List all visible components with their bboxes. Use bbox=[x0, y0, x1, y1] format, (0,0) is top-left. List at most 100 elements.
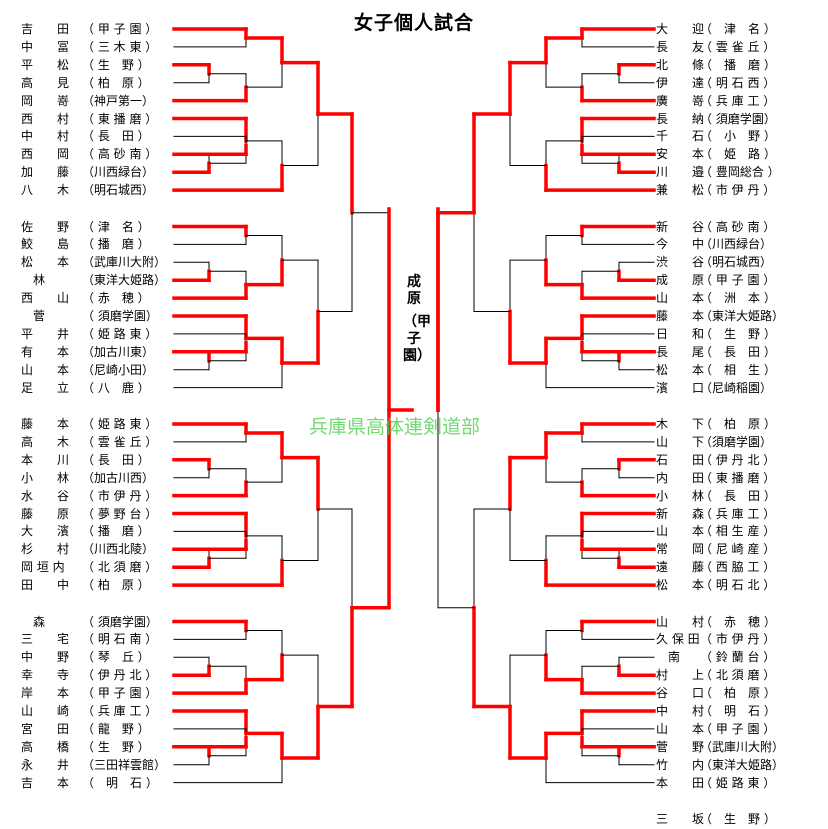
right-entry-name: 山 本 bbox=[656, 524, 705, 539]
left-entry-name: 岡 嵜 bbox=[21, 93, 70, 108]
right-entry-school: （ 生 野 ） bbox=[700, 812, 776, 826]
left-entry-name: 杉 村 bbox=[21, 542, 70, 557]
left-entry-school: （ 東 播 磨 ） bbox=[82, 111, 158, 126]
left-entry-school: （ 長 田 ） bbox=[82, 452, 150, 467]
left-entry-name: 岡 垣 内 bbox=[21, 560, 65, 575]
right-entry-name: 村 上 bbox=[656, 668, 705, 683]
left-entry-school: （ 甲 子 園 ） bbox=[82, 22, 158, 36]
right-entry-school: （東洋大姫路） bbox=[700, 309, 785, 323]
right-entry-name: 今 中 bbox=[656, 237, 705, 252]
right-entry-name: 谷 口 bbox=[656, 686, 705, 701]
right-entry-name: 石 田 bbox=[656, 452, 705, 467]
right-entry-school: （ 津 名 ） bbox=[700, 22, 776, 36]
right-entry-school: （ 明 石 北 ） bbox=[700, 578, 776, 593]
right-entry-school: （武庫川大附） bbox=[700, 739, 785, 754]
left-entry-school: （加古川西） bbox=[82, 470, 155, 485]
right-entry-name: 松 本 bbox=[656, 362, 705, 377]
left-entry-school: （ 伊 丹 北 ） bbox=[82, 668, 158, 683]
left-entry-school: （尼崎小田） bbox=[82, 362, 155, 377]
right-entry-school: （ 西 脇 工 ） bbox=[700, 560, 776, 575]
right-entry-school: （ 姫 路 東 ） bbox=[700, 775, 776, 790]
left-entry-name: 中 村 bbox=[21, 129, 70, 144]
left-entry-school: （ 津 名 ） bbox=[82, 219, 150, 234]
left-entry-school: （ 須磨学園） bbox=[82, 614, 158, 629]
left-entry-school: （ 兵 庫 工 ） bbox=[82, 704, 158, 718]
watermark-text: 兵庫県高体連剣道部 bbox=[309, 416, 481, 438]
right-entry-name: 長 友 bbox=[656, 39, 705, 54]
left-entry-name: 吉 田 bbox=[21, 22, 70, 36]
right-entry-school: （ 明 石 西 ） bbox=[700, 75, 776, 90]
left-entry-school: （ 生 野 ） bbox=[82, 739, 150, 754]
right-entry-name: 渋 谷 bbox=[656, 255, 705, 270]
right-entry-school: （ 生 野 ） bbox=[700, 326, 776, 341]
left-entry-name: 西 岡 bbox=[21, 147, 70, 162]
champion-label: 成原 （甲子園） bbox=[403, 274, 431, 365]
left-entry-school: （ 長 田 ） bbox=[82, 129, 150, 144]
left-entry-school: （ 市 伊 丹 ） bbox=[82, 488, 158, 503]
left-entry-school: （ 八 鹿 ） bbox=[82, 380, 150, 395]
right-entry-school: （ 伊 丹 北 ） bbox=[700, 452, 776, 467]
left-entry-name: 田 中 bbox=[21, 578, 70, 593]
right-entry-name: 本 田 bbox=[656, 775, 705, 790]
left-entry-school: （川西緑台） bbox=[82, 165, 155, 180]
right-entry-school: （川西緑台） bbox=[700, 237, 773, 252]
champion-school: （甲子園） bbox=[403, 314, 431, 364]
right-entry-school: （ 鈴 蘭 台 ） bbox=[700, 650, 776, 665]
right-entry-school: （ 赤 穂 ） bbox=[700, 614, 776, 629]
right-entry-school: （ 北 須 磨 ） bbox=[700, 668, 776, 683]
right-entry-school: （ 柏 原 ） bbox=[700, 686, 776, 701]
left-entry-school: （ 琴 丘 ） bbox=[82, 650, 150, 665]
left-entry-name: 足 立 bbox=[21, 380, 70, 395]
left-entry-name: 平 井 bbox=[21, 326, 70, 341]
left-entry-school: （神戸第一） bbox=[82, 93, 155, 108]
left-entry-school: （ 夢 野 台 ） bbox=[82, 506, 158, 521]
right-entry-school: （東洋大姫路） bbox=[700, 757, 785, 772]
left-entry-school: （ 生 野 ） bbox=[82, 57, 150, 72]
left-entry-name: 三 宅 bbox=[21, 632, 70, 647]
left-entry-school: （ 須磨学園） bbox=[82, 309, 158, 323]
right-entry-school: （ 豊岡総合 ） bbox=[700, 165, 780, 180]
left-entry-name: 佐 野 bbox=[21, 219, 70, 234]
right-entry-school: （ 姫 路 ） bbox=[700, 147, 776, 162]
right-entry-name: 菅 野 bbox=[656, 739, 705, 754]
right-entry-name: 成 原 bbox=[656, 273, 705, 288]
left-entry-name: 藤 原 bbox=[21, 506, 70, 521]
right-entry-name: 濱 口 bbox=[656, 380, 705, 395]
right-entry-school: （ 播 磨 ） bbox=[700, 57, 776, 72]
left-entry-name: 本 川 bbox=[21, 452, 70, 467]
left-entry-school: （川西北陵） bbox=[82, 542, 155, 557]
left-entry-name: 吉 本 bbox=[21, 775, 70, 790]
left-entry-name: 高 木 bbox=[21, 434, 70, 449]
right-entry-name: 内 田 bbox=[656, 470, 705, 485]
left-entry-name: 水 谷 bbox=[21, 488, 70, 503]
left-entry-school: （ 龍 野 ） bbox=[82, 721, 150, 736]
left-entry-name: 宮 田 bbox=[21, 721, 70, 736]
right-entry-school: （ 須磨学園） bbox=[700, 111, 776, 126]
left-entry-school: （東洋大姫路） bbox=[82, 273, 167, 288]
left-entry-name: 平 松 bbox=[21, 57, 70, 72]
left-entry-name: 山 本 bbox=[21, 362, 70, 377]
left-entry-school: （武庫川大附） bbox=[82, 255, 167, 270]
left-entry-name: 鮫 島 bbox=[21, 237, 70, 252]
left-entry-name: 八 木 bbox=[21, 183, 70, 198]
right-entry-school: （ 小 野 ） bbox=[700, 129, 776, 144]
right-entry-school: （ 柏 原 ） bbox=[700, 417, 776, 431]
left-entry-name: 永 井 bbox=[21, 757, 70, 772]
right-entry-name: 廣 嵜 bbox=[656, 93, 705, 108]
right-entry-school: （明石城西） bbox=[700, 255, 773, 270]
champion-name: 成原 bbox=[407, 274, 421, 307]
left-entry-name: 山 崎 bbox=[21, 704, 70, 718]
left-entry-school: （ 三 木 東 ） bbox=[82, 39, 158, 54]
left-entry-school: （ 播 磨 ） bbox=[82, 237, 150, 252]
left-entry-school: （ 柏 原 ） bbox=[82, 578, 150, 593]
left-entry-school: （ 甲 子 園 ） bbox=[82, 686, 158, 701]
left-entry-name: 中 野 bbox=[21, 650, 70, 665]
left-entry-name: 松 本 bbox=[21, 255, 70, 270]
right-entry-name: 山 下 bbox=[656, 434, 705, 449]
right-entry-school: （ 尼 崎 産 ） bbox=[700, 542, 776, 557]
right-entry-name: 新 森 bbox=[656, 506, 705, 521]
right-entry-school: （ 甲 子 園 ） bbox=[700, 721, 776, 736]
left-entry-name: 西 村 bbox=[21, 111, 70, 126]
right-entry-name: 長 尾 bbox=[656, 344, 705, 359]
right-entry-name: 松 本 bbox=[656, 578, 705, 593]
